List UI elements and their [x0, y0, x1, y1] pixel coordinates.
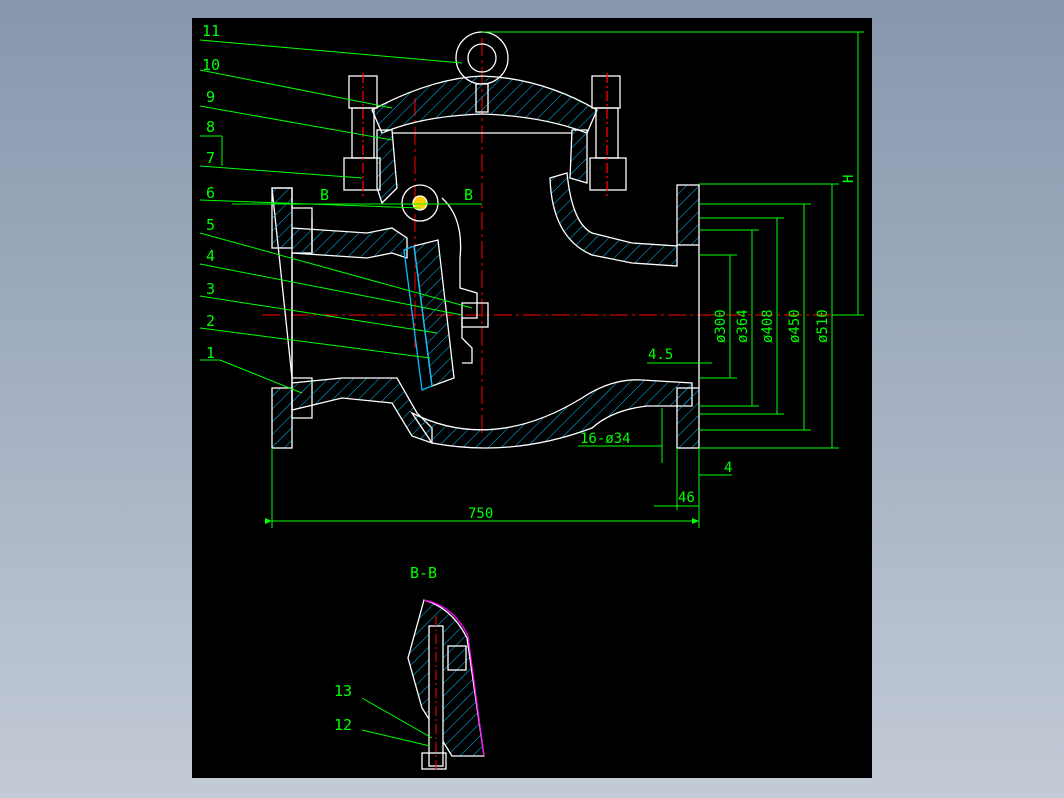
part-label-11: 11 — [202, 22, 220, 40]
hinge — [401, 184, 478, 364]
drawing-sheet: 11 10 9 8 7 6 5 4 3 2 1 B B — [192, 18, 872, 778]
dim-diameter-510: ø510 — [815, 309, 831, 343]
section-mark-right: B — [464, 186, 473, 204]
bolt-right — [589, 73, 627, 198]
part-labels: 11 10 9 8 7 6 5 4 3 2 1 — [202, 22, 220, 362]
part-label-10: 10 — [202, 56, 220, 74]
part-label-1: 1 — [206, 344, 215, 362]
dim-diameter-300: ø300 — [713, 309, 729, 343]
section-mark-left: B — [320, 186, 329, 204]
valve-body — [271, 75, 700, 449]
dim-height: H — [841, 175, 857, 183]
dim-diameter-364: ø364 — [735, 309, 751, 343]
section-cut-line: B B — [232, 186, 482, 205]
section-view-title: B-B — [410, 564, 437, 582]
part-label-4: 4 — [206, 247, 215, 265]
bolt-left — [343, 73, 381, 198]
dimension-lines — [265, 31, 864, 528]
dimension-texts: 750 46 4 4.5 16-ø34 ø300 ø364 ø408 ø450 … — [468, 175, 857, 522]
dim-diameter-408: ø408 — [760, 309, 776, 343]
section-view-bb: B-B 13 12 — [334, 564, 485, 770]
part-label-6: 6 — [206, 184, 215, 202]
section-label-12: 12 — [334, 716, 352, 734]
section-label-13: 13 — [334, 682, 352, 700]
part-label-3: 3 — [206, 280, 215, 298]
dim-flange-thickness: 46 — [678, 490, 695, 506]
part-label-7: 7 — [206, 149, 215, 167]
leaders — [199, 39, 473, 394]
part-label-2: 2 — [206, 312, 215, 330]
dim-face-offset: 4 — [724, 460, 732, 476]
valve-drawing: 11 10 9 8 7 6 5 4 3 2 1 B B — [199, 22, 864, 770]
bore-outline — [291, 132, 700, 388]
disc-assembly — [403, 239, 489, 391]
part-label-5: 5 — [206, 216, 215, 234]
part-label-8: 8 — [206, 118, 215, 136]
dim-diameter-450: ø450 — [787, 309, 803, 343]
part-label-9: 9 — [206, 88, 215, 106]
dim-gasket-offset: 4.5 — [648, 347, 673, 363]
dim-bolt-holes: 16-ø34 — [580, 431, 631, 447]
dim-length: 750 — [468, 506, 493, 522]
